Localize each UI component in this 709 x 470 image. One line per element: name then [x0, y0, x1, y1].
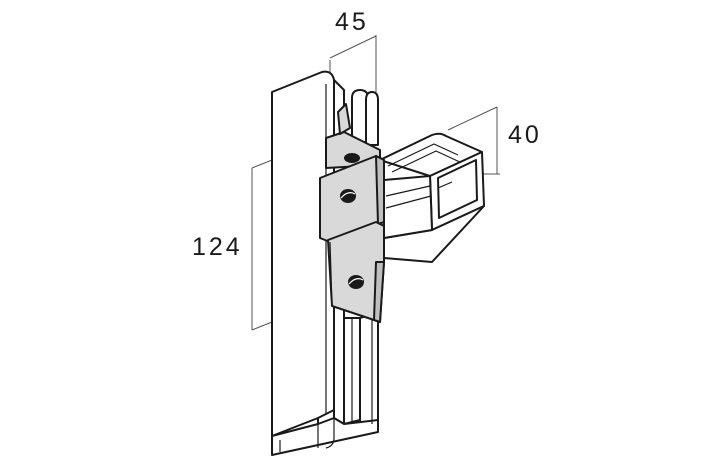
- dimension-depth: 40: [447, 106, 542, 175]
- dimension-width: 45: [329, 8, 377, 92]
- bolt-holes: [340, 153, 364, 289]
- width-dimension-label: 45: [335, 8, 369, 36]
- height-dimension-label: 124: [192, 233, 243, 261]
- bracket-plate: [319, 103, 385, 323]
- horizontal-channel: [379, 132, 485, 263]
- hole-top: [344, 153, 360, 163]
- depth-dimension-label: 40: [508, 121, 542, 149]
- dimension-height: 124: [192, 159, 273, 331]
